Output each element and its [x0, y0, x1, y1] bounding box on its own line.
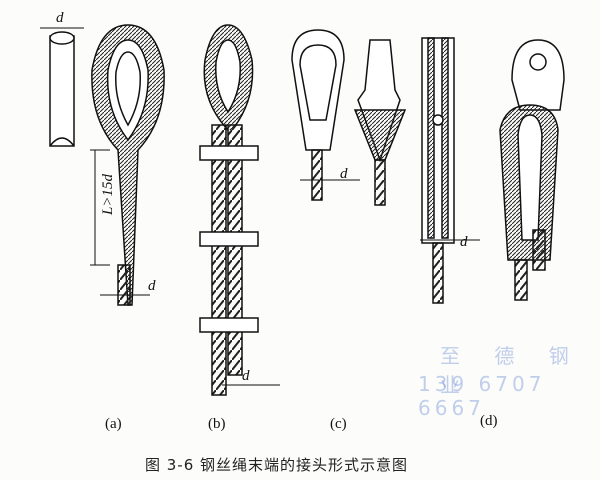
dim-d-b: d	[242, 368, 250, 384]
panel-a-thimble	[90, 24, 165, 306]
watermark-phone: 139 6707 6667	[418, 372, 546, 420]
panel-c-sockets	[291, 29, 407, 206]
figure-caption: 图 3-6 钢丝绳末端的接头形式示意图	[145, 456, 409, 474]
panel-b-clips	[199, 24, 280, 396]
panel-d-sockets	[420, 37, 565, 304]
watermark-name: 至 德 钢 业	[440, 344, 583, 397]
dim-d-a: d	[148, 278, 156, 294]
panel-label-c: (c)	[330, 416, 347, 432]
dim-d-d: d	[460, 234, 468, 250]
dim-d-c: d	[340, 166, 348, 182]
panel-label-a: (a)	[105, 416, 122, 432]
panel-label-d: (d)	[480, 413, 498, 429]
dim-d-a-section: d	[56, 10, 64, 26]
dim-length: L>15d	[100, 174, 116, 216]
panel-label-b: (b)	[208, 416, 226, 432]
panel-a-section	[40, 27, 84, 147]
